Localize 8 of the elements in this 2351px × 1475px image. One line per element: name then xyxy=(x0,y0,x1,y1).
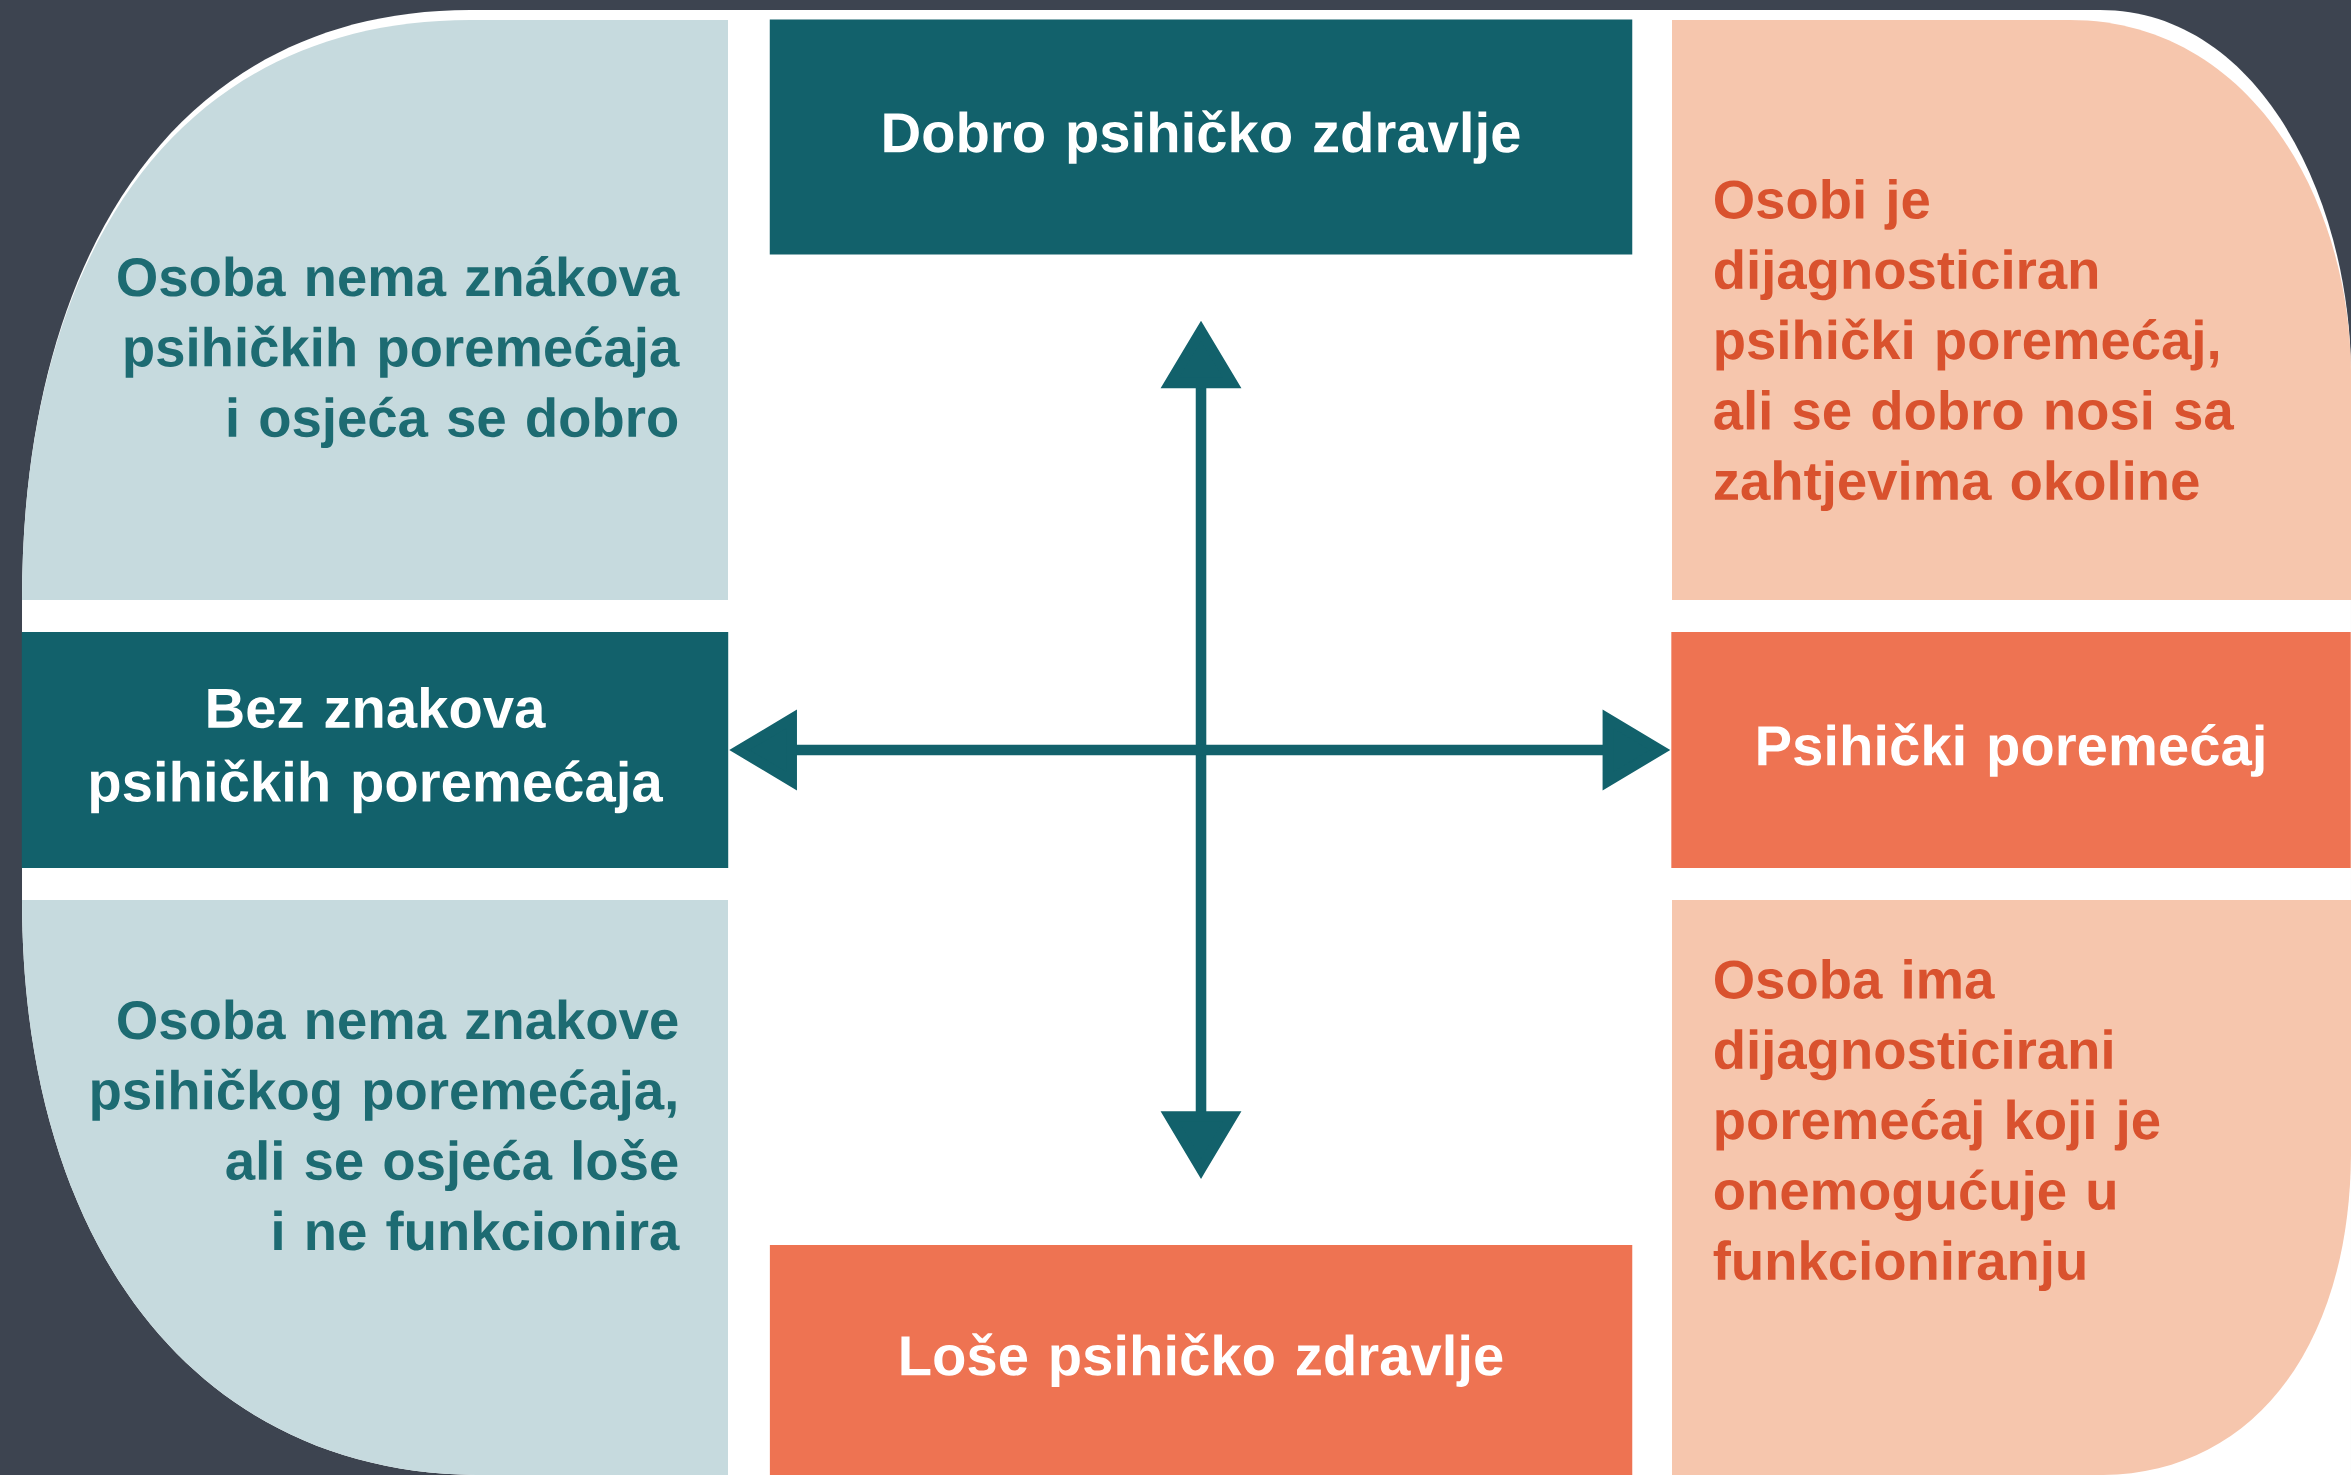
axis-box: Loše psihičko zdravlje xyxy=(769,1244,1633,1475)
quadrant-panel: Osoba nema znakove psihičkog poremećaja, ali se osjeća loše i ne funkcionira xyxy=(22,900,728,1475)
axis-box: Psihički poremećaj xyxy=(1671,631,2351,869)
quadrant-panel: Osoba nema znákova psihičkih poremećaja i osjeća se dobro xyxy=(22,20,728,600)
quadrant-panel: Osobi je dijagnosticiran psihički poremećaj, ali se dobro nosi sa zahtjevima okoline xyxy=(1672,20,2351,600)
axis-box: Dobro psihičko zdravlje xyxy=(769,19,1633,255)
axis-box: Bez znakova psihičkih poremećaja xyxy=(21,631,729,869)
quadrant-panel: Osoba ima dijagnosticirani poremećaj koji je onemogućuje u funkcioniranju xyxy=(1672,900,2351,1475)
